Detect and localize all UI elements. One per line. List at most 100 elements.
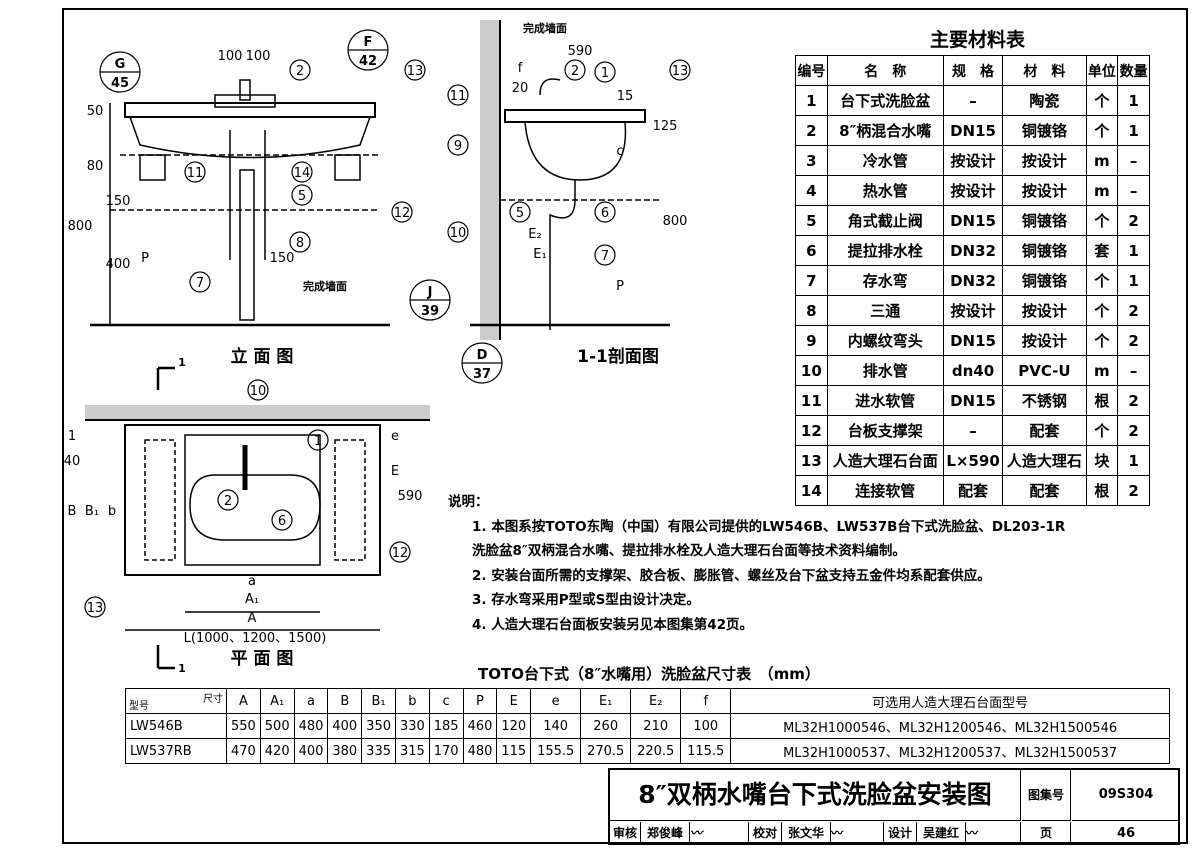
table-cell: 陶瓷 [1002,85,1087,116]
callout-circle [291,161,313,183]
materials-header: 编号 [795,55,828,86]
table-cell: 2 [1117,475,1150,506]
table-cell: 400 [327,713,363,739]
callout-number: 13 [407,64,424,79]
table-cell: 460 [462,713,498,739]
table-cell: – [1117,175,1150,206]
table-cell: 铜镀铬 [1002,265,1087,296]
callout-circle [447,221,469,243]
dimension-table-title: TOTO台下式（8″水嘴用）洗脸盆尺寸表 （mm） [478,665,820,683]
elevation-view [90,79,390,327]
callout-number: 2 [224,494,232,509]
dimension-header: b [394,688,430,714]
dimension-header: A [226,688,261,714]
dim-label: 125 [653,119,678,134]
table-cell: 2 [1117,325,1150,356]
materials-header: 材 料 [1002,55,1087,86]
dimension-header: E₁ [580,688,632,714]
table-cell: 内螺纹弯头 [826,325,944,356]
note-item: 3. 存水弯采用P型或S型由设计决定。 [472,592,700,608]
dimension-header: a [293,688,329,714]
callout-number: 1 [314,434,322,449]
table-cell: DN32 [942,265,1004,296]
ref-top: G [115,57,126,72]
dim-label: 590 [568,44,593,59]
callout-number: 12 [394,206,411,221]
table-cell: 个 [1085,115,1119,146]
table-cell: LW546B [125,713,227,739]
table-cell: 8″柄混合水嘴 [826,115,944,146]
notes-heading: 说明： [448,494,489,510]
ref-bottom: 39 [421,304,439,319]
callout-number: 13 [87,601,104,616]
finished-wall-label: 完成墙面 [523,21,567,35]
table-cell: 1 [1117,85,1150,116]
note-item: 洗脸盆8″双柄混合水嘴、提拉排水栓及人造大理石台面等技术资料编制。 [472,543,906,559]
callout-circle [669,59,691,81]
dim-label: A [248,611,257,626]
page-label: 页 [1022,822,1071,845]
callout-circle [217,489,239,511]
callout-number: 11 [187,166,204,181]
dim-label: 590 [398,489,423,504]
table-cell: 400 [293,738,329,764]
callout-number: 11 [450,89,467,104]
elevation-title: 立 面 图 [231,346,294,367]
table-cell: 13 [795,445,828,476]
table-cell: DN32 [942,235,1004,266]
callout-number: 9 [454,139,462,154]
dim-label: 150 [270,251,295,266]
table-cell: 提拉排水栓 [826,235,944,266]
dim-label: L(1000、1200、1500) [184,631,327,646]
dimension-header: 可选用人造大理石台面型号 [730,688,1170,714]
callout-number: 6 [278,514,286,529]
dim-label: 100 [246,49,271,64]
materials-header: 数量 [1117,55,1150,86]
table-cell: 按设计 [942,175,1004,206]
section-mark: 1 [178,662,186,675]
note-item: 1. 本图系按TOTO东陶（中国）有限公司提供的LW546B、LW537B台下式… [472,518,1066,535]
dim-label: 50 [87,104,104,119]
table-cell: 480 [462,738,498,764]
table-cell: DN15 [942,205,1004,236]
materials-header: 规 格 [942,55,1004,86]
callout-number: 7 [601,249,609,264]
table-cell: 按设计 [942,145,1004,176]
table-cell: 存水弯 [826,265,944,296]
ref-bottom: 45 [111,76,129,91]
ref-bottom: 42 [359,54,377,69]
designer-name: 吴建红 [917,822,966,845]
table-cell: 个 [1085,85,1119,116]
table-cell: DN15 [942,325,1004,356]
table-cell: 115.5 [680,738,732,764]
dim-label: 400 [106,257,131,272]
table-cell: 5 [795,205,828,236]
table-cell: 380 [327,738,363,764]
callout-number: 5 [516,206,524,221]
table-cell: – [1117,355,1150,386]
table-cell: 350 [361,713,396,739]
dim-label: 20 [512,81,529,96]
table-cell: 1 [1117,265,1150,296]
table-cell: 3 [795,145,828,176]
dim-label: 80 [87,159,104,174]
table-cell: 个 [1085,325,1119,356]
table-cell: 11 [795,385,828,416]
design-label: 设计 [884,822,917,845]
table-cell: 1 [1117,445,1150,476]
callout-circle [271,509,293,531]
technical-drawings: G 45 F 42 J 39 D 37 立 面 图 1-1剖面图 平 面 图 完… [64,20,691,675]
corner-top: 尺寸 [203,694,223,705]
table-cell: 155.5 [530,738,582,764]
table-cell: L×590 [942,445,1004,476]
ref-bottom: 37 [473,367,491,382]
table-cell: 335 [361,738,396,764]
callout-number: 6 [601,206,609,221]
